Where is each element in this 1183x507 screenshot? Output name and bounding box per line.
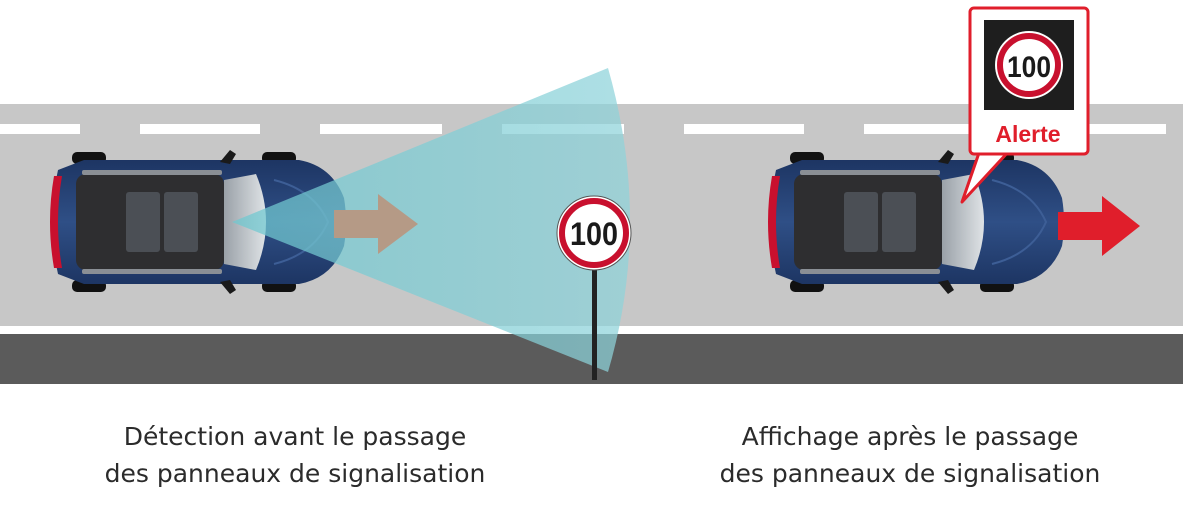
caption-left: Détection avant le passage des panneaux … — [40, 418, 550, 492]
motion-arrow-right — [1058, 196, 1140, 256]
car-right — [767, 149, 1065, 295]
caption-left-line2: des panneaux de signalisation — [104, 459, 486, 488]
diagram-scene: 100 100 Alerte — [0, 6, 1183, 384]
motion-arrow-left — [334, 194, 418, 254]
alert-speed-value: 100 — [1007, 51, 1051, 84]
sign-speed-value: 100 — [570, 216, 618, 252]
caption-left-line1: Détection avant le passage — [123, 422, 467, 451]
caption-right: Affichage après le passage des panneaux … — [655, 418, 1165, 492]
caption-right-line2: des panneaux de signalisation — [719, 459, 1101, 488]
alert-label: Alerte — [995, 121, 1060, 147]
caption-right-line1: Affichage après le passage — [741, 422, 1079, 451]
camera-detection-beam — [232, 68, 630, 372]
speed-limit-sign: 100 — [556, 195, 632, 271]
alert-callout: 100 Alerte — [960, 6, 1090, 204]
sign-post — [592, 262, 597, 380]
